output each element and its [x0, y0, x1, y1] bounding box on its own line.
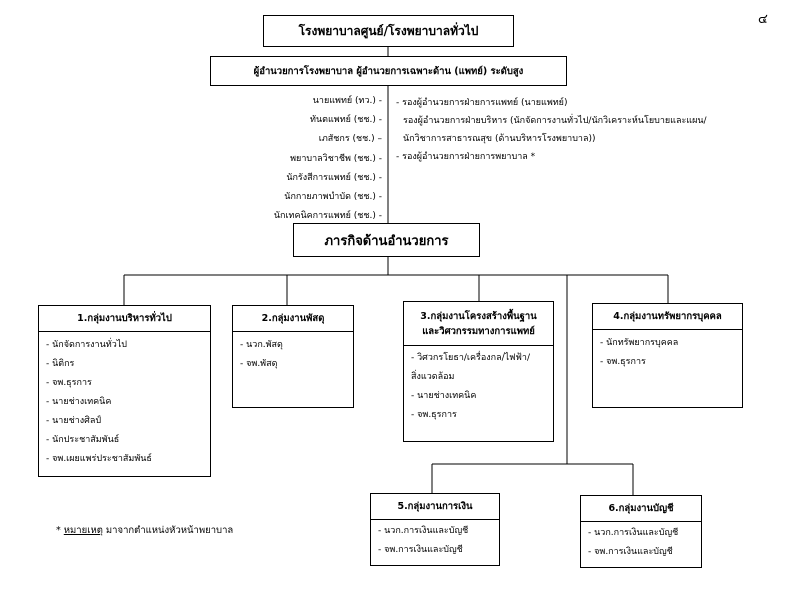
- group-title: 1.กลุ่มงานบริหารทั่วไป: [39, 306, 210, 332]
- staff-item: นักกายภาพบำบัด (ชช.) -: [284, 192, 382, 203]
- staff-item: ทันตแพทย์ (ชช.) -: [310, 115, 382, 126]
- group-items: - นวก.พัสดุ - จพ.พัสดุ: [233, 332, 353, 374]
- group-items: - นักทรัพยากรบุคคล - จพ.ธุรการ: [593, 330, 742, 372]
- staff-item: พยาบาลวิชาชีพ (ชช.) -: [290, 153, 382, 164]
- group-items: - นักจัดการงานทั่วไป - นิติกร - จพ.ธุรกา…: [39, 332, 210, 469]
- director-title: ผู้อำนวยการโรงพยาบาล ผู้อำนวยการเฉพาะด้า…: [253, 65, 524, 77]
- list-item: - นักประชาสัมพันธ์: [46, 435, 120, 445]
- group-general-admin: 1.กลุ่มงานบริหารทั่วไป - นักจัดการงานทั่…: [38, 305, 211, 477]
- list-item: - นวก.การเงินและบัญชี: [588, 528, 679, 538]
- staff-item: นายแพทย์ (ทว.) -: [312, 96, 382, 106]
- group-infrastructure: 3.กลุ่มงานโครงสร้างพื้นฐาน และวิศวกรรมทา…: [403, 301, 554, 442]
- list-item: - นายช่างเทคนิค: [46, 397, 112, 407]
- mission-title: ภารกิจด้านอำนวยการ: [324, 233, 449, 249]
- footnote-text: มาจากตำแหน่งหัวหน้าพยาบาล: [102, 525, 234, 536]
- deputy-item: - รองผู้อำนวยการฝ่ายการแพทย์ (นายแพทย์): [396, 98, 568, 108]
- list-item: - จพ.ธุรการ: [46, 378, 92, 388]
- group-title: 4.กลุ่มงานทรัพยากรบุคคล: [593, 304, 742, 330]
- director-box: ผู้อำนวยการโรงพยาบาล ผู้อำนวยการเฉพาะด้า…: [210, 56, 567, 86]
- list-item: - จพ.พัสดุ: [240, 359, 278, 369]
- group-title: 2.กลุ่มงานพัสดุ: [233, 306, 353, 332]
- staff-list: นายแพทย์ (ทว.) - ทันตแพทย์ (ชช.) - เภสัช…: [274, 92, 382, 226]
- hospital-title-box: โรงพยาบาลศูนย์/โรงพยาบาลทั่วไป: [263, 15, 514, 47]
- group-items: - นวก.การเงินและบัญชี - จพ.การเงินและบัญ…: [581, 522, 701, 562]
- staff-item: นักรังสีการแพทย์ (ชช.) -: [286, 172, 382, 183]
- group-accounting: 6.กลุ่มงานบัญชี - นวก.การเงินและบัญชี - …: [580, 495, 702, 568]
- list-item: - นวก.พัสดุ: [240, 340, 283, 350]
- footnote-label: หมายเหตุ: [63, 525, 103, 536]
- list-item: - จพ.ธุรการ: [411, 410, 457, 420]
- footnote: * หมายเหตุ มาจากตำแหน่งหัวหน้าพยาบาล: [56, 523, 233, 538]
- deputy-item: นักวิชาการสาธารณสุข (ด้านบริหารโรงพยาบาล…: [403, 134, 596, 144]
- page-number: ๔: [758, 12, 768, 27]
- list-item: - นักทรัพยากรบุคคล: [600, 338, 679, 348]
- mission-box: ภารกิจด้านอำนวยการ: [293, 223, 480, 257]
- staff-item: เภสัชกร (ชช.) –: [318, 134, 382, 145]
- list-item: - วิศวกรโยธา/เครื่องกล/ไฟฟ้า/: [411, 353, 530, 363]
- deputy-item: - รองผู้อำนวยการฝ่ายการพยาบาล *: [396, 152, 536, 162]
- list-item: - จพ.เผยแพร่ประชาสัมพันธ์: [46, 454, 152, 464]
- group-title: 3.กลุ่มงานโครงสร้างพื้นฐาน และวิศวกรรมทา…: [404, 302, 553, 346]
- list-item: สิ่งแวดล้อม: [411, 372, 455, 382]
- group-supplies: 2.กลุ่มงานพัสดุ - นวก.พัสดุ - จพ.พัสดุ: [232, 305, 354, 408]
- footnote-star: *: [56, 525, 64, 536]
- group-items: - วิศวกรโยธา/เครื่องกล/ไฟฟ้า/ สิ่งแวดล้อ…: [404, 346, 553, 425]
- hospital-title: โรงพยาบาลศูนย์/โรงพยาบาลทั่วไป: [298, 23, 479, 38]
- list-item: - จพ.การเงินและบัญชี: [378, 545, 463, 555]
- group-title: 6.กลุ่มงานบัญชี: [581, 496, 701, 522]
- list-item: - นักจัดการงานทั่วไป: [46, 340, 127, 350]
- list-item: - นายช่างเทคนิค: [411, 391, 477, 401]
- deputy-list: - รองผู้อำนวยการฝ่ายการแพทย์ (นายแพทย์) …: [396, 94, 707, 166]
- list-item: - จพ.การเงินและบัญชี: [588, 547, 673, 557]
- group-finance: 5.กลุ่มงานการเงิน - นวก.การเงินและบัญชี …: [370, 493, 500, 566]
- list-item: - นวก.การเงินและบัญชี: [378, 526, 469, 536]
- list-item: - นิติกร: [46, 359, 75, 369]
- list-item: - จพ.ธุรการ: [600, 357, 646, 367]
- list-item: - นายช่างศิลป์: [46, 416, 102, 426]
- group-title: 5.กลุ่มงานการเงิน: [371, 494, 499, 520]
- deputy-item: รองผู้อำนวยการฝ่ายบริหาร (นักจัดการงานทั…: [403, 116, 707, 126]
- group-items: - นวก.การเงินและบัญชี - จพ.การเงินและบัญ…: [371, 520, 499, 560]
- group-human-resources: 4.กลุ่มงานทรัพยากรบุคคล - นักทรัพยากรบุค…: [592, 303, 743, 408]
- staff-item: นักเทคนิคการแพทย์ (ชช.) -: [273, 211, 382, 222]
